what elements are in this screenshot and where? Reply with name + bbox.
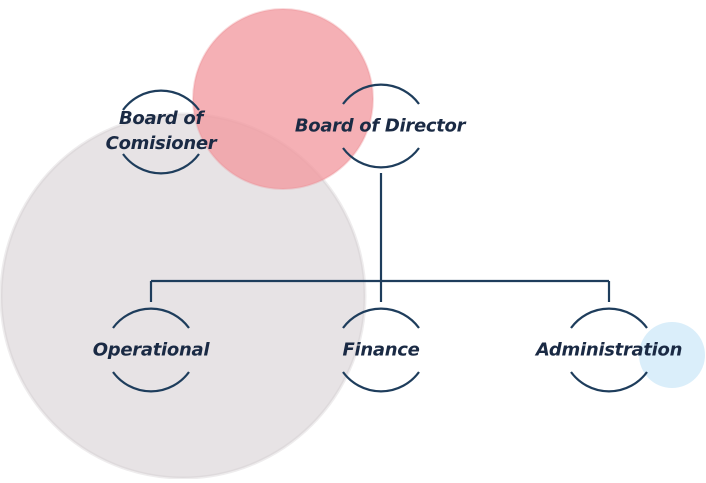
node-commissioner: Board of Comisioner — [106, 106, 217, 156]
node-finance: Finance — [342, 338, 419, 363]
director-node-ring — [342, 83, 420, 169]
pink-blob-edge — [192, 8, 374, 190]
commissioner-arc-top — [122, 89, 200, 111]
administration-label: Administration — [535, 339, 683, 361]
commissioner-label-line-1: Board of — [118, 108, 204, 129]
director-label: Board of Director — [294, 115, 466, 137]
commissioner-label-line-2: Comisioner — [105, 133, 217, 154]
connectors — [149, 173, 611, 302]
node-director: Board of Director — [294, 114, 466, 139]
grey-blob-edge — [0, 112, 367, 480]
administration-node-ring — [570, 307, 648, 393]
director-arc-bottom — [342, 147, 420, 169]
blue-blob — [639, 322, 705, 388]
node-administration: Administration — [535, 338, 683, 363]
operational-arc-bottom — [112, 371, 190, 393]
grey-blob — [1, 114, 365, 478]
director-arc-top — [342, 83, 420, 105]
commissioner-node-ring — [122, 89, 200, 175]
pink-blob — [193, 9, 373, 189]
node-brackets — [112, 83, 648, 393]
node-operational: Operational — [92, 338, 210, 363]
operational-node-ring — [112, 307, 190, 393]
finance-arc-top — [342, 307, 420, 329]
operational-arc-top — [112, 307, 190, 329]
administration-arc-bottom — [570, 371, 648, 393]
finance-label: Finance — [342, 339, 420, 361]
finance-arc-bottom — [342, 371, 420, 393]
administration-arc-top — [570, 307, 648, 329]
commissioner-arc-bottom — [122, 153, 200, 175]
background-blobs — [0, 8, 705, 480]
operational-label: Operational — [92, 339, 210, 361]
finance-node-ring — [342, 307, 420, 393]
